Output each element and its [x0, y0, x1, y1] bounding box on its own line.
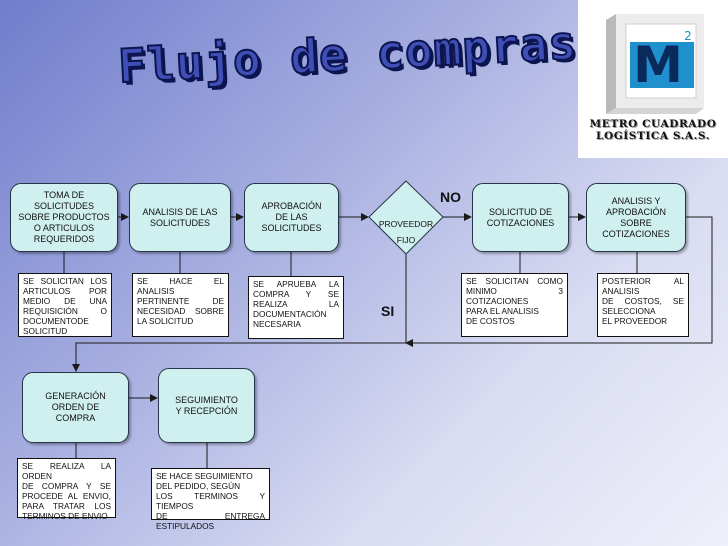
- decision-diamond: [368, 180, 444, 255]
- note-toma-text: SE SOLICITAN LOS ARTICULOS POR MEDIO DE …: [23, 276, 107, 336]
- logo-name-line2: LOGÍSTICA S.A.S.: [595, 130, 710, 142]
- step-toma-solicitudes: TOMA DE SOLICITUDES SOBRE PRODUCTOS O AR…: [10, 183, 118, 252]
- step-seguimiento: SEGUIMIENTO Y RECEPCIÓN: [158, 368, 255, 443]
- step-analisis-solicitudes: ANALISIS DE LAS SOLICITUDES: [129, 183, 231, 252]
- step-aprobacion: APROBACIÓN DE LAS SOLICITUDES: [244, 183, 339, 252]
- note-analisis-cotizaciones: POSTERIOR AL ANALISIS DE COSTOS, SE SELE…: [597, 273, 689, 337]
- note-seguimiento: SE HACE SEGUIMIENTO DEL PEDIDO, SEGÚN LO…: [151, 468, 270, 531]
- step-aprobacion-label: APROBACIÓN DE LAS SOLICITUDES: [261, 201, 322, 233]
- note-seguimiento-text: SE HACE SEGUIMIENTO DEL PEDIDO, SEGÚN LO…: [156, 471, 265, 531]
- note-aprobacion: SE APRUEBA LA COMPRA Y SE REALIZA LA DOC…: [248, 276, 344, 339]
- note-toma: SE SOLICITAN LOS ARTICULOS POR MEDIO DE …: [18, 273, 112, 337]
- arrow-yes-to-generacion: [72, 254, 407, 372]
- svg-text:2: 2: [684, 29, 692, 43]
- note-aprobacion-text: SE APRUEBA LA COMPRA Y SE REALIZA LA DOC…: [253, 279, 339, 329]
- logo-name-line1: METRO CUADRADO: [589, 118, 717, 130]
- metro-cuadrado-logo-icon: M 2: [606, 14, 704, 114]
- note-analisis-cot-text: POSTERIOR AL ANALISIS DE COSTOS, SE SELE…: [602, 276, 684, 326]
- decision-label: PROVEEDOR FIJO: [378, 219, 434, 245]
- note-cotizaciones-text: SE SOLICITAN COMO MINIMO 3 COTIZACIONES …: [466, 276, 563, 326]
- branch-no-label: NO: [440, 189, 461, 205]
- note-generacion-text: SE REALIZA LA ORDEN DE COMPRA Y SE PROCE…: [22, 461, 111, 521]
- branch-yes-label: SI: [381, 303, 395, 319]
- note-analisis-text: SE HACE EL ANALISIS PERTINENTE DE NECESI…: [137, 276, 224, 326]
- step-cotizaciones-label: SOLICITUD DE COTIZACIONES: [486, 206, 555, 228]
- step-generacion-label: GENERACIÓN ORDEN DE COMPRA: [45, 391, 106, 423]
- step-seguimiento-label: SEGUIMIENTO Y RECEPCIÓN: [175, 394, 238, 416]
- step-generacion-orden: GENERACIÓN ORDEN DE COMPRA: [22, 372, 129, 443]
- note-solicitud-cotizaciones: SE SOLICITAN COMO MINIMO 3 COTIZACIONES …: [461, 273, 568, 337]
- company-logo: M 2 METRO CUADRADO LOGÍSTICA S.A.S.: [578, 0, 728, 158]
- step-analisis-cotizaciones: ANALISIS Y APROBACIÓN SOBRE COTIZACIONES: [586, 183, 686, 252]
- step-analisis-cot-label: ANALISIS Y APROBACIÓN SOBRE COTIZACIONES: [602, 195, 670, 239]
- note-analisis-solicitudes: SE HACE EL ANALISIS PERTINENTE DE NECESI…: [132, 273, 229, 337]
- note-generacion: SE REALIZA LA ORDEN DE COMPRA Y SE PROCE…: [17, 458, 116, 521]
- step-toma-label: TOMA DE SOLICITUDES SOBRE PRODUCTOS O AR…: [18, 190, 110, 244]
- step-solicitud-cotizaciones: SOLICITUD DE COTIZACIONES: [472, 183, 569, 252]
- svg-text:M: M: [633, 36, 683, 94]
- arrow-return-line: [405, 216, 713, 347]
- step-analisis-label: ANALISIS DE LAS SOLICITUDES: [142, 206, 218, 228]
